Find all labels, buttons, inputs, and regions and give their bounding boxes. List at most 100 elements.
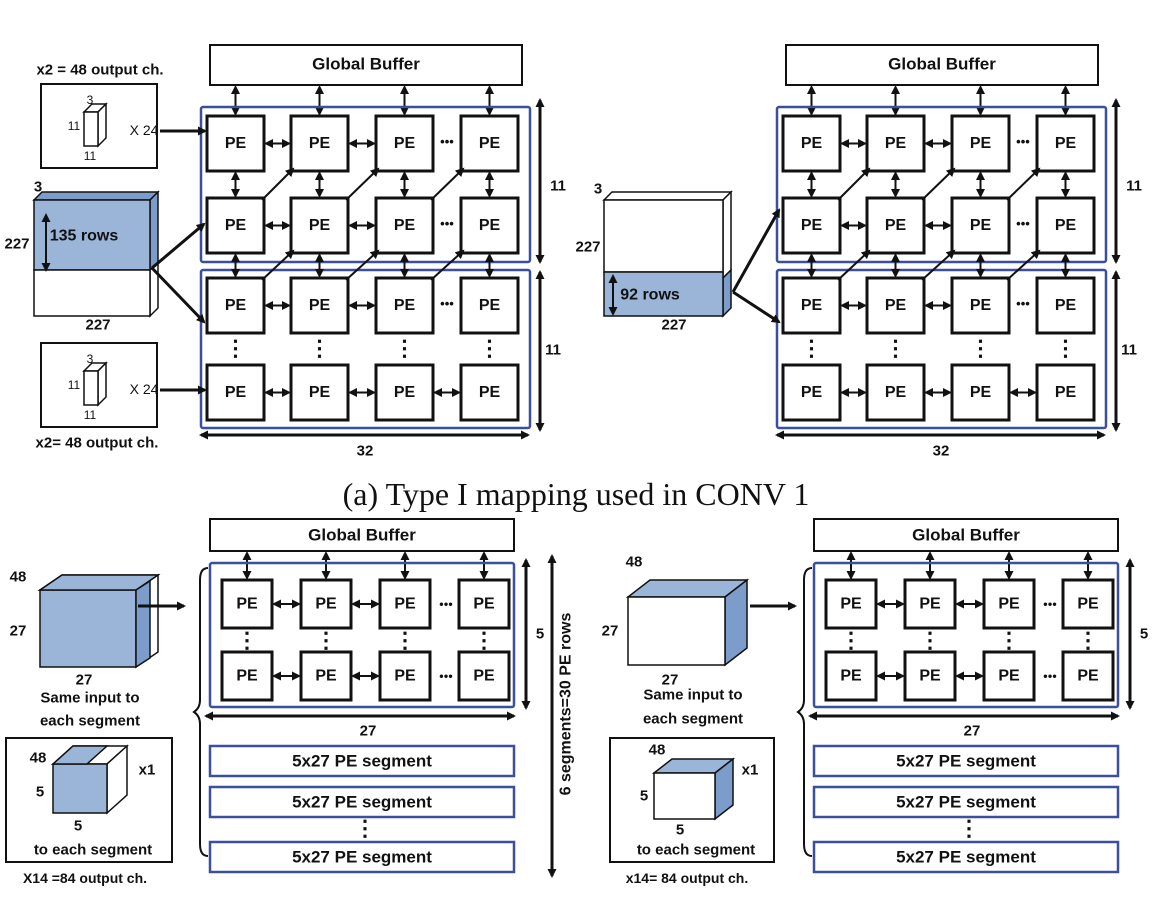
f2-top-blue <box>51 745 109 765</box>
input2-arrow-bottom <box>732 290 781 324</box>
rows-92-label: 92 rows <box>620 287 680 304</box>
pe-r1-c1-label: PE <box>309 217 331 234</box>
same-input-line1: Same input to <box>40 690 139 707</box>
pe-r2-c1-label: PE <box>885 297 907 314</box>
dim-11-top-label: 11 <box>550 178 566 195</box>
pe2-r1-c0 <box>220 650 274 702</box>
input2-rest <box>603 199 724 273</box>
pe2-r1-c1 <box>903 650 957 702</box>
pe-r2-c2-label: PE <box>970 297 992 314</box>
f3-front <box>653 772 716 820</box>
pe2-dots-0: ••• <box>439 597 453 612</box>
pe-r3-c2-label: PE <box>394 384 416 401</box>
seg-vdots: ⋮ <box>354 816 376 841</box>
input2-arrow-top <box>731 208 781 293</box>
kernel-side-top <box>97 102 107 148</box>
segments-brace <box>192 567 209 857</box>
seg-1-label: 5x27 PE segment <box>292 752 432 771</box>
input2-rows-92 <box>603 271 724 317</box>
output-ch-84b: x14= 84 output ch. <box>626 870 749 886</box>
filter-box-top <box>40 83 158 169</box>
input2-depth: 3 <box>594 181 602 198</box>
pe-r2-c3-label: PE <box>479 297 501 314</box>
kernel-front-top <box>83 111 99 147</box>
pe2-r0-c3-label: PE <box>473 596 495 613</box>
six-segments-label: 6 segments=30 PE rows <box>558 613 575 796</box>
pe-group-frame-bottom <box>775 268 1108 430</box>
input2-width: 227 <box>661 317 686 334</box>
pe-vdots-1: ⋮ <box>309 336 331 361</box>
pe-vdots-2: ⋮ <box>970 336 992 361</box>
pe-dots-1: ••• <box>440 216 454 231</box>
pe2-r1-c0-label: PE <box>840 668 862 685</box>
input-top <box>32 191 160 201</box>
pe-r0-c1-label: PE <box>309 135 331 152</box>
pe2-r1-c3-label: PE <box>473 668 495 685</box>
pe-r1-c0-label: PE <box>225 217 247 234</box>
pe2-r0-c1-label: PE <box>919 596 941 613</box>
kernel-mult-top: X 24 <box>130 122 159 138</box>
dim-11-bottom-label: 11 <box>1121 342 1137 359</box>
pe-dots-2: ••• <box>1016 296 1030 311</box>
pe2-r1-c1 <box>299 650 353 702</box>
pe2-vdots-2: ⋮ <box>998 628 1020 653</box>
global-buffer-label: Global Buffer <box>312 55 420 74</box>
pe-r0-c3-label: PE <box>1055 135 1077 152</box>
input-arrow-bottom <box>150 266 206 324</box>
pe-r3-c3-label: PE <box>479 384 501 401</box>
pe-r1-c3-label: PE <box>479 217 501 234</box>
pe2-r1-c1-label: PE <box>919 668 941 685</box>
kernel-w-top: 11 <box>84 149 97 163</box>
pe-group-frame-bottom <box>199 268 532 430</box>
pe2-r0-c0-label: PE <box>236 596 258 613</box>
kernel-mult-bottom: X 24 <box>130 381 159 397</box>
global-buffer-2 <box>209 518 515 552</box>
dim-11-top-label: 11 <box>1126 178 1142 195</box>
pe-r3-c2 <box>374 363 435 422</box>
pe-r1-c2-label: PE <box>970 217 992 234</box>
seg-3-frame <box>208 840 516 874</box>
pe2-r1-c2 <box>378 650 432 702</box>
pe2-r0-c3-label: PE <box>1077 596 1099 613</box>
input2-top <box>602 191 733 201</box>
pe-diag-b-0 <box>837 249 871 281</box>
pe2-r0-c2 <box>982 578 1036 630</box>
pe-dots-0: ••• <box>1016 134 1030 149</box>
pe2-r1-c3 <box>457 650 511 702</box>
pe-r0-c2 <box>374 114 435 173</box>
pe-vdots-1: ⋮ <box>885 336 907 361</box>
pe2-vdots-0: ⋮ <box>236 628 258 653</box>
input2-side <box>722 190 732 280</box>
cube2-depth: 48 <box>626 554 643 571</box>
pe-r3-c0 <box>205 363 266 422</box>
pe-r0-c0 <box>205 114 266 173</box>
segment-frame-main <box>208 561 516 709</box>
pe-r3-c3 <box>1035 363 1096 422</box>
rows-135-label: 135 rows <box>50 228 119 245</box>
pe-diag-a-1 <box>345 167 380 201</box>
pe-vdots-2: ⋮ <box>394 336 416 361</box>
pe-r2-c2-label: PE <box>394 297 416 314</box>
f3-width: 5 <box>676 822 684 839</box>
cube2-width: 27 <box>662 672 679 689</box>
input-width: 227 <box>85 317 110 334</box>
pe2-r1-c2-label: PE <box>394 668 416 685</box>
pe-r1-c1 <box>289 196 350 255</box>
seg-vdots: ⋮ <box>958 816 980 841</box>
pe2-dots-1: ••• <box>439 669 453 684</box>
pe-r2-c2 <box>374 276 435 335</box>
f2-front <box>52 763 108 814</box>
pe-r3-c3-label: PE <box>1055 384 1077 401</box>
pe-r0-c1-label: PE <box>885 135 907 152</box>
pe-r2-c3 <box>1035 276 1096 335</box>
pe2-r1-c0-label: PE <box>236 668 258 685</box>
pe2-r1-c3 <box>1061 650 1115 702</box>
pe-vdots-3: ⋮ <box>1055 336 1077 361</box>
dim-27-label: 27 <box>360 723 377 740</box>
pe-diag-a-0 <box>837 167 871 201</box>
pe-r3-c1 <box>865 363 926 422</box>
input-depth: 3 <box>34 179 42 196</box>
output-ch-84a: X14 =84 output ch. <box>23 870 147 886</box>
pe-r1-c2 <box>950 196 1011 255</box>
output-ch-top: x2 = 48 output ch. <box>36 62 163 79</box>
